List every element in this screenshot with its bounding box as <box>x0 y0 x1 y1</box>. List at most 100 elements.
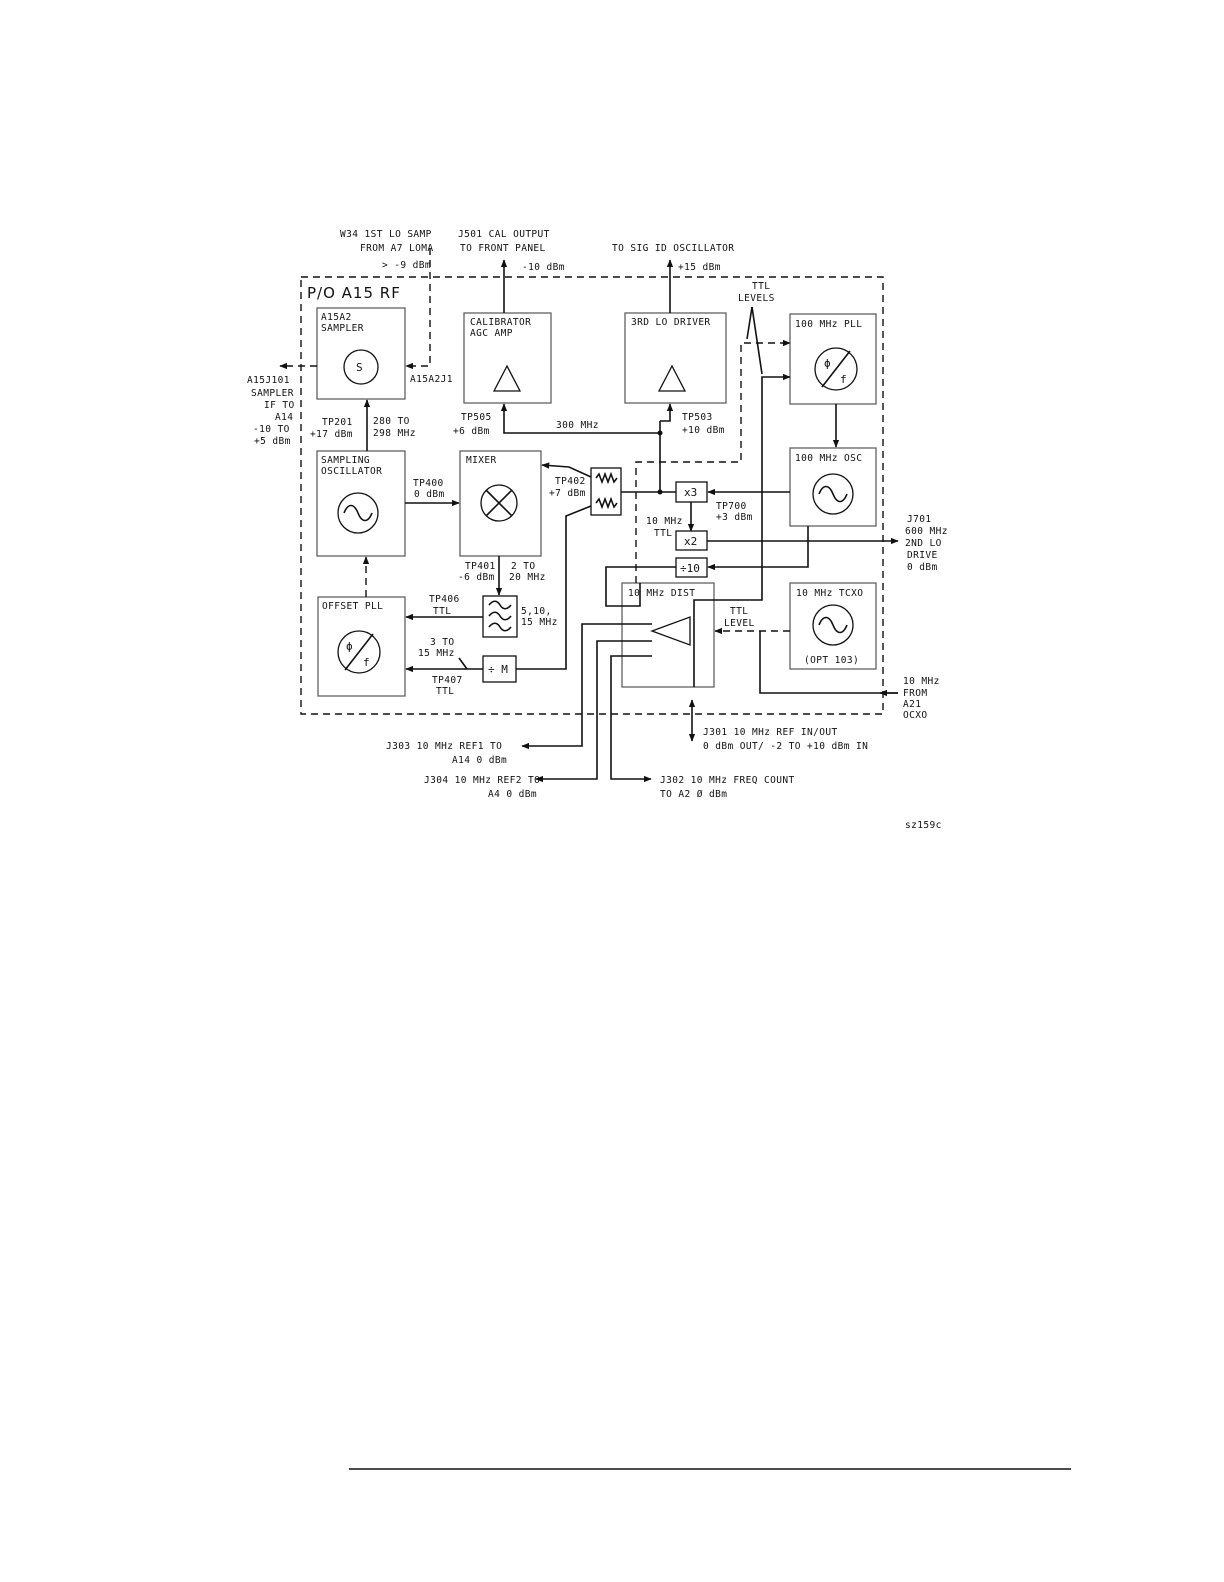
div10-to-dist <box>605 566 676 607</box>
ttl-ref-line <box>693 373 791 687</box>
x2-multiplier: x2 <box>675 530 708 551</box>
svg-text:TP400: TP400 <box>413 478 444 489</box>
svg-text:TO FRONT PANEL: TO FRONT PANEL <box>460 243 546 254</box>
svg-text:+10 dBm: +10 dBm <box>682 425 725 436</box>
tp505-label: TP505 +6 dBm <box>453 412 492 437</box>
svg-text:W34 1ST LO SAMP: W34 1ST LO SAMP <box>340 229 432 240</box>
svg-text:0 dBm: 0 dBm <box>414 489 445 500</box>
svg-text:TP201: TP201 <box>322 417 353 428</box>
tp401-label: TP401 -6 dBm <box>458 561 495 583</box>
svg-text:298 MHz: 298 MHz <box>373 428 416 439</box>
tp201-label: TP201 +17 dBm <box>310 417 353 440</box>
phase-symbol: ϕ <box>346 640 353 653</box>
svg-text:CALIBRATOR: CALIBRATOR <box>470 317 531 328</box>
svg-text:TP505: TP505 <box>461 412 492 423</box>
j302-output-line <box>610 655 652 783</box>
offset-pll-block: OFFSET PLL ϕ f <box>317 596 406 697</box>
tp407-label: TP407 TTL <box>432 675 463 697</box>
svg-text:A15J101: A15J101 <box>247 375 290 386</box>
sine-icon <box>818 485 848 503</box>
svg-text:x2: x2 <box>684 535 697 548</box>
svg-text:600 MHz: 600 MHz <box>905 526 948 537</box>
svg-text:TO SIG ID OSCILLATOR: TO SIG ID OSCILLATOR <box>612 243 734 254</box>
section-label: P/O A15 RF <box>307 284 401 302</box>
freq-pointer <box>458 657 468 670</box>
svg-text:OFFSET PLL: OFFSET PLL <box>322 601 383 612</box>
splitter-to-div-m <box>516 505 592 670</box>
svg-text:÷ M: ÷ M <box>488 663 508 676</box>
svg-text:+17 dBm: +17 dBm <box>310 429 353 440</box>
svg-text:÷10: ÷10 <box>680 562 700 575</box>
w34-label: W34 1ST LO SAMP FROM A7 LOMA > -9 dBm <box>340 229 433 271</box>
j304-output-line <box>535 640 652 783</box>
svg-text:TP407: TP407 <box>432 675 463 686</box>
svg-text:100 MHz PLL: 100 MHz PLL <box>795 319 862 330</box>
svg-text:+6 dBm: +6 dBm <box>453 426 490 437</box>
filter-freqs-label: 5,10, 15 MHz <box>521 606 557 628</box>
svg-text:2ND LO: 2ND LO <box>905 538 942 549</box>
tp503-label: TP503 +10 dBm <box>682 412 725 436</box>
svg-text:LEVELS: LEVELS <box>738 293 775 304</box>
svg-text:SAMPLING: SAMPLING <box>321 455 370 466</box>
junction-dot <box>657 430 663 436</box>
tp400-label: TP400 0 dBm <box>413 478 445 500</box>
svg-text:20 MHz: 20 MHz <box>509 572 546 583</box>
sine-icon <box>818 616 848 634</box>
freq-symbol: f <box>363 656 370 669</box>
svg-text:(OPT 103): (OPT 103) <box>804 655 859 666</box>
svg-text:TP503: TP503 <box>682 412 713 423</box>
svg-text:DRIVE: DRIVE <box>907 550 938 561</box>
svg-text:100 MHz OSC: 100 MHz OSC <box>795 453 862 464</box>
svg-text:-10 dBm: -10 dBm <box>522 262 565 273</box>
svg-text:A14: A14 <box>275 412 293 423</box>
a15j101-label: A15J101 SAMPLER IF TO A14 -10 TO +5 dBm <box>247 375 294 447</box>
sampler-block: A15A2 SAMPLER S <box>316 307 406 400</box>
svg-text:15 MHz: 15 MHz <box>418 648 455 659</box>
divide-by-10: ÷10 <box>675 557 708 578</box>
svg-text:2 TO: 2 TO <box>511 561 535 572</box>
power-splitter <box>590 467 622 516</box>
svg-text:A21: A21 <box>903 699 921 710</box>
ttl-10mhz-label: 10 MHz TTL <box>646 516 683 539</box>
svg-text:J501 CAL OUTPUT: J501 CAL OUTPUT <box>458 229 550 240</box>
svg-text:TTL: TTL <box>436 686 454 697</box>
buffer-amp-icon <box>650 616 691 646</box>
svg-text:+15 dBm: +15 dBm <box>678 262 721 273</box>
third-lo-driver-block: 3RD LO DRIVER <box>624 312 727 404</box>
svg-text:> -9 dBm: > -9 dBm <box>382 260 431 271</box>
j501-label: J501 CAL OUTPUT TO FRONT PANEL -10 dBm <box>458 229 565 273</box>
svg-text:J301 10 MHz REF IN/OUT: J301 10 MHz REF IN/OUT <box>703 727 838 738</box>
osc-100mhz-block: 100 MHz OSC <box>789 447 877 527</box>
a21-ocxo-input <box>759 631 898 694</box>
svg-text:x3: x3 <box>684 486 697 499</box>
svg-text:280 TO: 280 TO <box>373 416 410 427</box>
svg-text:+7 dBm: +7 dBm <box>549 488 586 499</box>
svg-text:TTL: TTL <box>730 606 748 617</box>
svg-text:MIXER: MIXER <box>466 455 497 466</box>
splitter-to-mixer <box>541 462 592 478</box>
sine-icon <box>343 504 373 522</box>
osc-to-div10 <box>707 526 809 571</box>
j304-label: J304 10 MHz REF2 TO A4 0 dBm <box>424 775 540 800</box>
j303-output-line <box>521 623 652 750</box>
svg-text:5,10,: 5,10, <box>521 606 552 617</box>
svg-text:A15A2: A15A2 <box>321 312 352 323</box>
svg-text:FROM: FROM <box>903 688 927 699</box>
sampler-symbol: S <box>356 361 363 374</box>
ttl-level-label: TTL LEVEL <box>724 606 754 629</box>
phase-symbol: ϕ <box>824 357 831 370</box>
svg-text:TTL: TTL <box>752 281 770 292</box>
svg-text:10 MHz: 10 MHz <box>646 516 683 527</box>
mixer-block: MIXER <box>459 450 542 557</box>
section-boundary <box>300 276 884 715</box>
svg-text:TP700: TP700 <box>716 501 747 512</box>
a15a2j1-label: A15A2J1 <box>410 374 453 385</box>
svg-text:SAMPLER: SAMPLER <box>321 323 364 334</box>
svg-text:J303 10 MHz REF1 TO: J303 10 MHz REF1 TO <box>386 741 502 752</box>
svg-text:0 dBm: 0 dBm <box>907 562 938 573</box>
svg-text:TTL: TTL <box>654 528 672 539</box>
svg-text:3RD LO DRIVER: 3RD LO DRIVER <box>631 317 711 328</box>
tp402-label: TP402 +7 dBm <box>549 476 586 499</box>
svg-text:+3 dBm: +3 dBm <box>716 512 753 523</box>
ttl-levels-pointer <box>751 306 763 375</box>
